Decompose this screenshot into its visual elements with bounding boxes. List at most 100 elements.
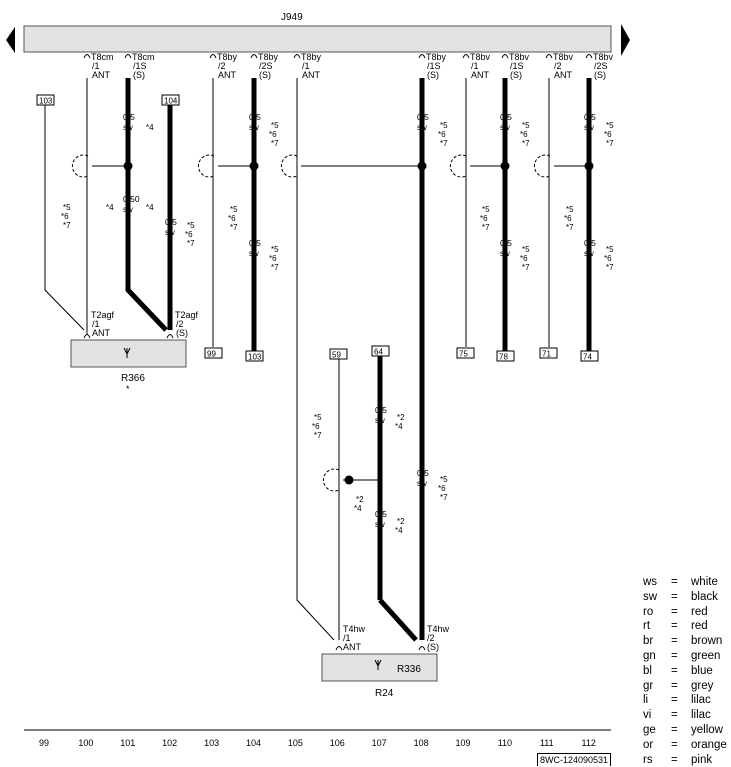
scroll-left-arrow[interactable] bbox=[6, 27, 15, 53]
connector-fork bbox=[83, 334, 91, 339]
shield-arc bbox=[71, 154, 89, 178]
footnote-marker: *7 bbox=[606, 263, 614, 272]
footnote-marker: *5 bbox=[440, 121, 448, 130]
legend-code: sw bbox=[643, 590, 658, 603]
legend-name: white bbox=[691, 576, 718, 588]
wire-size: 0.5 bbox=[375, 405, 387, 415]
connector-pin: /1S bbox=[510, 61, 524, 71]
wire-size: 0.5 bbox=[417, 468, 429, 478]
ref-label: 75 bbox=[459, 350, 468, 359]
connector-fork bbox=[124, 54, 132, 59]
legend-name: blue bbox=[691, 664, 713, 677]
legend-equals: = bbox=[671, 635, 678, 648]
connector-signal: (S) bbox=[133, 70, 145, 80]
legend-equals: = bbox=[671, 738, 678, 751]
legend-row: vi=lilac bbox=[643, 708, 731, 723]
column-number: 109 bbox=[455, 738, 470, 748]
footnote-marker: *5 bbox=[522, 245, 530, 254]
legend-row: li=lilac bbox=[643, 693, 731, 708]
ref-label: 103 bbox=[248, 353, 262, 362]
footnote-marker: *4 bbox=[146, 203, 154, 212]
connector-fork bbox=[293, 54, 301, 59]
footnote-marker: *4 bbox=[106, 203, 114, 212]
ant-wire-103 bbox=[44, 105, 85, 331]
footnote-marker: *7 bbox=[230, 223, 238, 232]
component-r366-label: R366 bbox=[121, 373, 145, 384]
connector-fork bbox=[335, 646, 343, 651]
footnote-marker: *6 bbox=[185, 230, 193, 239]
footnote-marker: *2 bbox=[356, 495, 364, 504]
legend-equals: = bbox=[671, 723, 678, 736]
connector-name: T8by bbox=[301, 52, 322, 62]
pin-name: T2agf bbox=[175, 310, 199, 320]
connector-name: T8bv bbox=[470, 52, 491, 62]
footnote-marker: *7 bbox=[271, 263, 279, 272]
column-number: 110 bbox=[498, 738, 512, 748]
pin-signal: ANT bbox=[343, 642, 362, 652]
footnote-marker: *2 bbox=[397, 517, 405, 526]
wire-color: sw bbox=[417, 479, 427, 488]
pin-name: T4hw bbox=[427, 624, 450, 634]
footnote-marker: *6 bbox=[438, 484, 446, 493]
column-number: 112 bbox=[582, 738, 596, 748]
wire-color: sw bbox=[500, 123, 510, 132]
footnote-marker: *7 bbox=[440, 493, 448, 502]
legend-row: ro=red bbox=[643, 605, 731, 620]
scroll-right-arrow[interactable] bbox=[621, 24, 630, 56]
footnote-marker: *4 bbox=[354, 504, 362, 513]
ref-box bbox=[539, 347, 558, 359]
footnote-marker: *7 bbox=[63, 221, 71, 230]
connector-signal: ANT bbox=[302, 70, 321, 80]
shield-wire-101-bend bbox=[125, 170, 168, 332]
column-number: 104 bbox=[246, 738, 261, 748]
wire-size: 0.5 bbox=[249, 112, 261, 122]
legend-name: red bbox=[691, 605, 708, 618]
connector-fork bbox=[501, 54, 509, 59]
wire-size: 0.5 bbox=[500, 112, 512, 122]
connector-name: T8bv bbox=[509, 52, 530, 62]
wire-color: sw bbox=[584, 249, 594, 258]
connector-pin: /2S bbox=[594, 61, 608, 71]
legend-name: black bbox=[691, 590, 718, 603]
wire-size: 0.5 bbox=[584, 238, 596, 248]
column-number: 108 bbox=[414, 738, 429, 748]
antenna-icon bbox=[374, 659, 382, 670]
legend-equals: = bbox=[671, 649, 678, 662]
connector-name: T8by bbox=[426, 52, 447, 62]
column-number: 103 bbox=[204, 738, 219, 748]
connector-fork bbox=[585, 54, 593, 59]
wire-color: sw bbox=[375, 416, 385, 425]
wire-color: sw bbox=[500, 249, 510, 258]
connector-fork bbox=[250, 54, 258, 59]
footnote-marker: *6 bbox=[480, 214, 488, 223]
footnote-marker: *6 bbox=[604, 130, 612, 139]
pin-pin: /1 bbox=[92, 319, 100, 329]
ref-label: 99 bbox=[207, 350, 216, 359]
wire-color: sw bbox=[123, 123, 133, 132]
connector-fork bbox=[166, 334, 174, 339]
wire-color: sw bbox=[249, 123, 259, 132]
footnote-marker: *2 bbox=[397, 413, 405, 422]
legend-equals: = bbox=[671, 679, 678, 692]
connector-name: T8by bbox=[258, 52, 279, 62]
shield-arc bbox=[322, 468, 340, 492]
shield-arc bbox=[280, 154, 298, 178]
connector-fork bbox=[83, 54, 91, 59]
legend-name: yellow bbox=[691, 723, 723, 736]
legend-equals: = bbox=[671, 709, 678, 722]
connector-signal: (S) bbox=[510, 70, 522, 80]
antenna-icon bbox=[123, 347, 131, 358]
footnote-marker: *5 bbox=[482, 205, 490, 214]
legend-equals: = bbox=[671, 605, 678, 618]
pin-pin: /2 bbox=[176, 319, 184, 329]
column-number: 106 bbox=[330, 738, 345, 748]
component-r24-label: R24 bbox=[375, 688, 394, 699]
footnote-marker: *4 bbox=[395, 422, 403, 431]
connector-signal: ANT bbox=[92, 70, 111, 80]
footnote-marker: *6 bbox=[604, 254, 612, 263]
shield-arc bbox=[449, 154, 467, 178]
legend-name: brown bbox=[691, 635, 723, 648]
connector-fork bbox=[462, 54, 470, 59]
footnote-marker: *5 bbox=[271, 121, 279, 130]
